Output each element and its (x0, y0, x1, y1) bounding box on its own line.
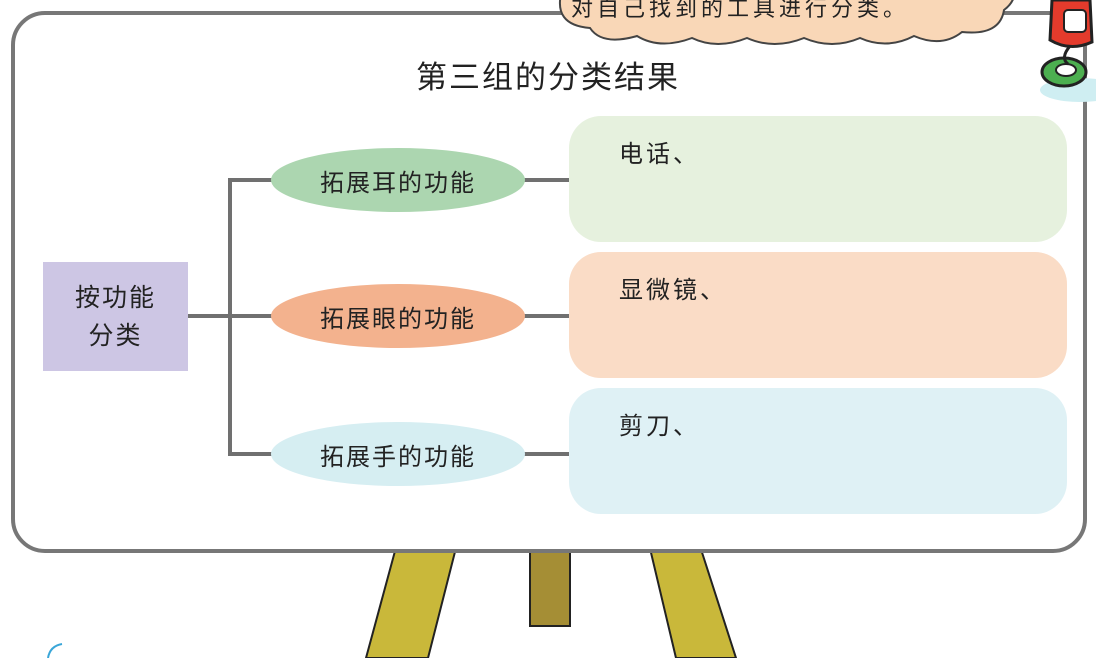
easel-middle-leg (529, 539, 571, 627)
connector-branch-2 (228, 314, 274, 318)
result-text-hand: 剪刀、 (619, 412, 700, 440)
connector-box-3 (524, 452, 570, 456)
mascot-character (1040, 0, 1096, 102)
branch-hand-node: 拓展手的功能 (271, 422, 525, 486)
easel-right-leg (646, 539, 738, 658)
easel-left-leg (364, 539, 460, 658)
board-title: 第三组的分类结果 (416, 60, 680, 96)
speech-cloud (558, 0, 1014, 45)
connector-branch-1 (228, 178, 274, 182)
connector-root (188, 314, 230, 318)
result-box-ear: 电话、 (569, 116, 1067, 242)
result-box-hand: 剪刀、 (569, 388, 1067, 514)
decorative-curve (47, 643, 63, 658)
result-text-eye: 显微镜、 (619, 276, 727, 304)
connector-branch-3 (228, 452, 274, 456)
connector-box-2 (524, 314, 570, 318)
branch-eye-node: 拓展眼的功能 (271, 284, 525, 348)
root-node: 按功能 分类 (43, 262, 188, 371)
speech-bubble-text: 对自己找到的工具进行分类。 (571, 0, 910, 22)
branch-ear-node: 拓展耳的功能 (271, 148, 525, 212)
result-box-eye: 显微镜、 (569, 252, 1067, 378)
connector-box-1 (524, 178, 570, 182)
result-text-ear: 电话、 (619, 140, 700, 168)
